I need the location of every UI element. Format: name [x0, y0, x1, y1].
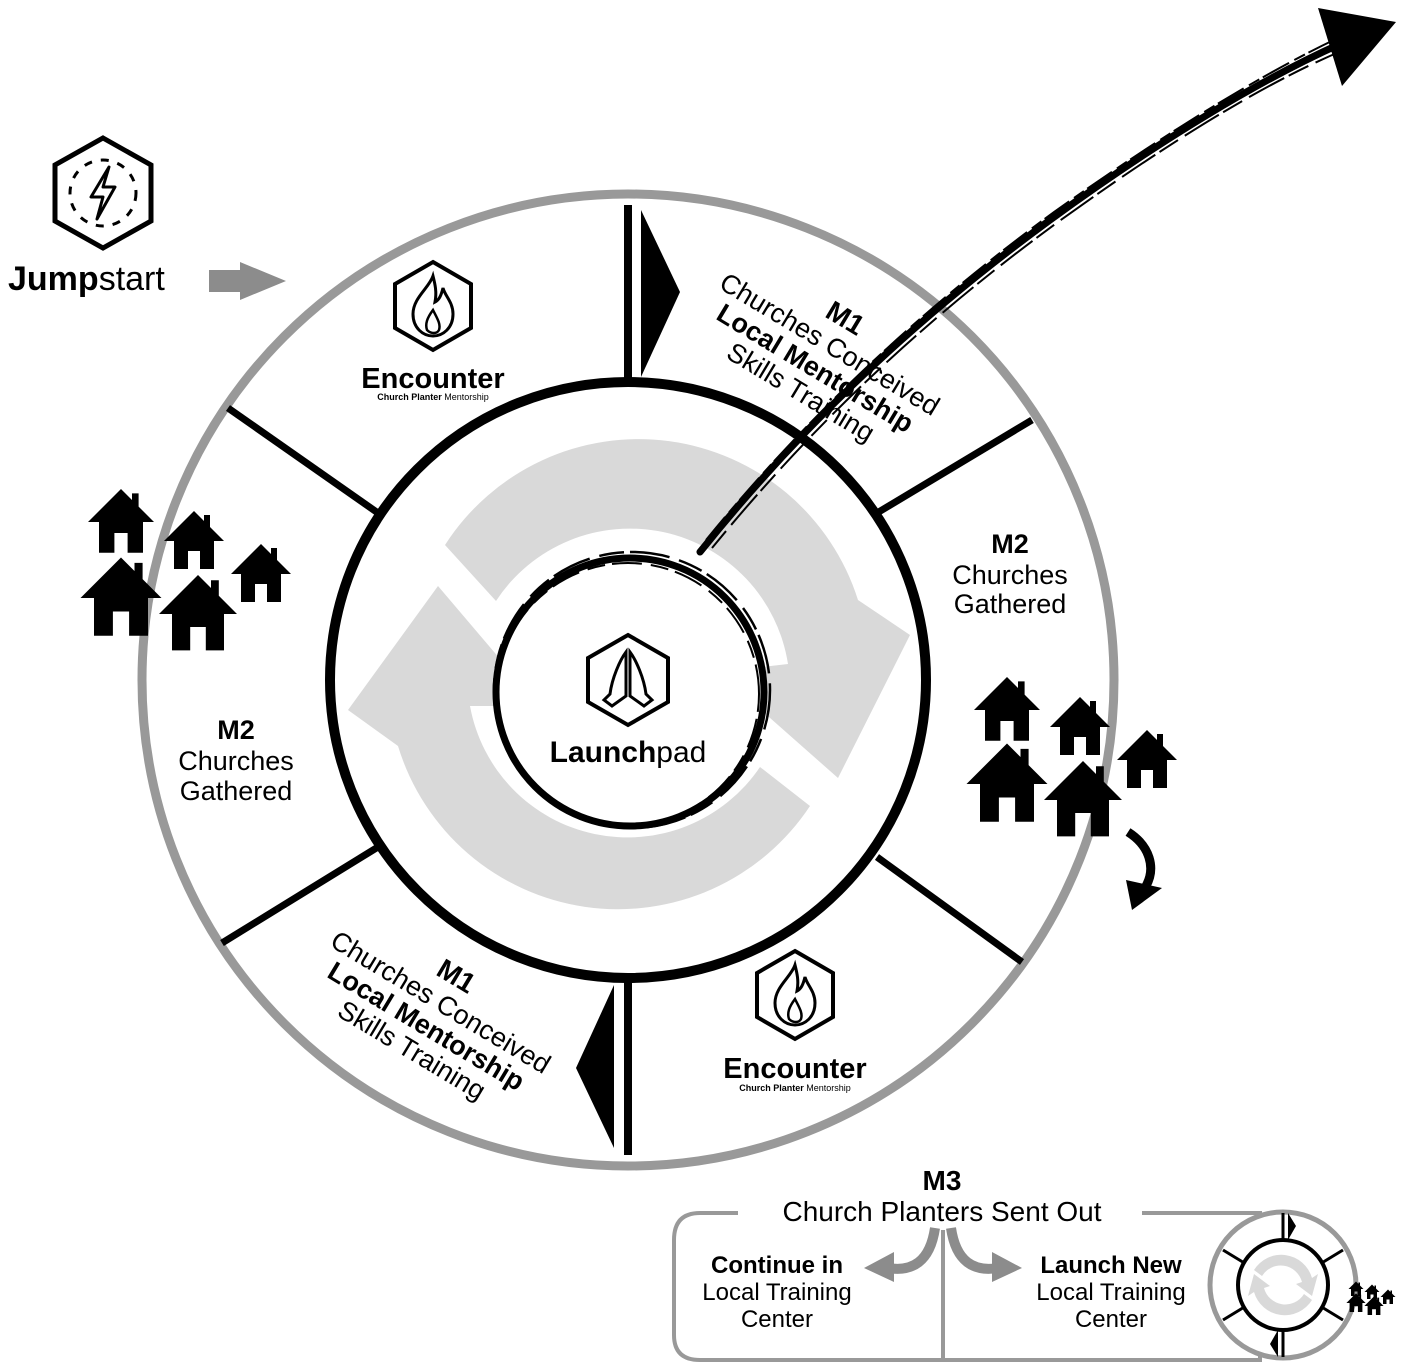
- m3-code: M3: [923, 1165, 962, 1196]
- svg-text:Gathered: Gathered: [954, 589, 1067, 619]
- svg-text:Launch New: Launch New: [1040, 1252, 1182, 1279]
- mini-cycle-icon: [1207, 1209, 1359, 1361]
- encounter-sub-top: Church Planter Mentorship: [377, 392, 489, 402]
- praying-hands-icon: [586, 632, 670, 728]
- split-arrows-icon: [864, 1227, 1022, 1282]
- m3-box: [672, 1211, 1262, 1362]
- svg-text:Continue in: Continue in: [711, 1252, 843, 1279]
- cycle-arrows-icon: [348, 439, 910, 910]
- encounter-title-bottom: Encounter: [723, 1053, 866, 1085]
- m3-launch-text: Launch New Local Training Center: [1036, 1252, 1185, 1333]
- svg-text:Center: Center: [741, 1306, 813, 1333]
- m3-continue-text: Continue in Local Training Center: [702, 1252, 851, 1333]
- direction-triangle-bottom: [576, 985, 614, 1148]
- svg-text:Churches: Churches: [952, 560, 1068, 590]
- svg-text:Local Training: Local Training: [1036, 1279, 1185, 1306]
- m2-label-right: M2 Churches Gathered: [952, 529, 1068, 619]
- m2-label-left: M2 Churches Gathered: [178, 715, 294, 806]
- svg-text:M2: M2: [991, 529, 1029, 559]
- exit-arrow-icon: [696, 8, 1396, 556]
- lightning-icon: [52, 135, 154, 251]
- svg-text:Local Training: Local Training: [702, 1279, 851, 1306]
- encounter-title-top: Encounter: [361, 363, 504, 395]
- svg-text:Churches: Churches: [178, 746, 294, 776]
- encounter-sub-bottom: Church Planter Mentorship: [739, 1083, 851, 1093]
- spokes: [220, 205, 1034, 1155]
- m3-title: Church Planters Sent Out: [782, 1196, 1101, 1227]
- m3-title-bg: [740, 1198, 1142, 1228]
- direction-triangle-top: [641, 210, 680, 377]
- launchpad-label: Launchpad: [550, 736, 707, 769]
- svg-text:Gathered: Gathered: [180, 776, 293, 806]
- svg-text:Center: Center: [1075, 1306, 1147, 1333]
- svg-text:M2: M2: [217, 715, 255, 745]
- jumpstart-arrow-icon: [209, 262, 286, 300]
- curved-arrow-icon: [1125, 828, 1162, 910]
- mini-houses-icon: [1346, 1281, 1396, 1315]
- jumpstart-label: Jumpstart: [8, 260, 165, 298]
